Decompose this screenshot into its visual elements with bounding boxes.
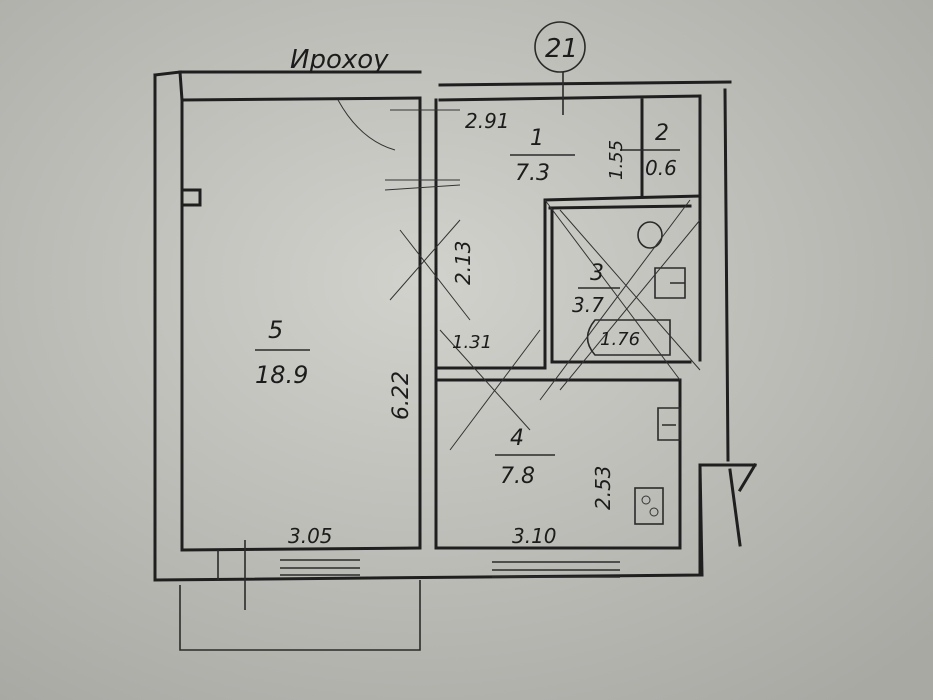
bathtub-icon: [586, 319, 671, 356]
svg-text:0.6: 0.6: [645, 156, 677, 180]
dim-living-width: 3.05: [288, 524, 333, 548]
dim-bath: 1.76: [600, 329, 640, 350]
arrow-icon: [337, 99, 396, 151]
svg-text:4: 4: [510, 426, 524, 451]
svg-text:2: 2: [655, 121, 669, 146]
building-number-circle: [534, 21, 586, 73]
dim-kitchen-width: 3.10: [512, 524, 557, 548]
outer-walls: [153, 70, 758, 582]
svg-text:1: 1: [530, 126, 544, 151]
svg-text:7.8: 7.8: [500, 464, 535, 489]
svg-text:3: 3: [590, 261, 604, 286]
dim-hall-width: 1.31: [452, 332, 492, 353]
svg-text:7.3: 7.3: [515, 161, 550, 186]
stove-icon: [634, 487, 664, 525]
kitchen-sink-icon: [657, 407, 681, 441]
room-4-label: 4 7.8: [495, 426, 555, 489]
sink-icon: [654, 267, 686, 299]
pencil-marks: [337, 99, 701, 451]
dim-hall-height: 2.13: [451, 240, 475, 285]
svg-text:18.9: 18.9: [255, 361, 308, 389]
svg-text:5: 5: [268, 316, 283, 344]
dim-kitchen-height: 2.53: [591, 465, 615, 510]
room-1-label: 1 7.3: [510, 126, 575, 186]
room-3-label: 3 3.7: [572, 261, 620, 317]
fixtures: [586, 221, 686, 525]
building-number: 21: [545, 34, 578, 64]
toilet-icon: [637, 221, 663, 249]
windows: [179, 540, 620, 651]
dim-closet-height: 1.55: [606, 140, 627, 180]
svg-text:3.7: 3.7: [572, 293, 604, 317]
passage-annotation: Ирохоу: [290, 45, 389, 75]
room-5-label: 5 18.9: [255, 316, 310, 389]
room-2-label: 2 0.6: [620, 121, 680, 180]
dim-living-height: 6.22: [389, 371, 414, 420]
dim-top-hall: 2.91: [465, 109, 510, 133]
inner-walls: [183, 98, 702, 550]
